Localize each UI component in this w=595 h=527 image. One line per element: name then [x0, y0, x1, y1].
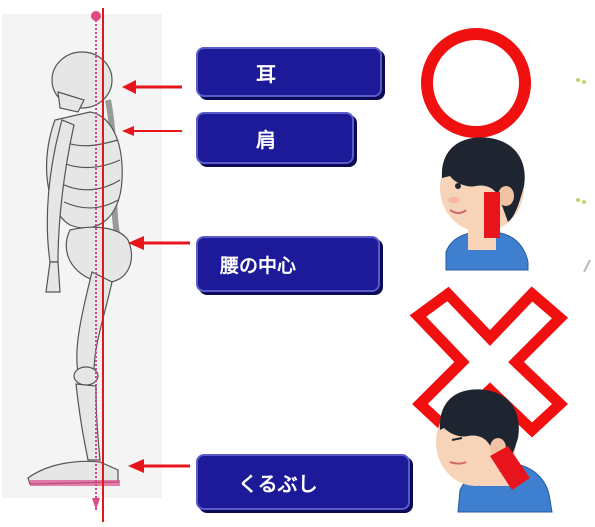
label-waist-center-text: 腰の中心: [220, 251, 296, 278]
label-shoulder-text: 肩: [256, 124, 276, 153]
label-shoulder: 肩: [196, 112, 354, 164]
arrow-shoulder: [122, 126, 182, 136]
person-good-posture-icon: [440, 137, 528, 270]
label-ear: 耳: [196, 47, 382, 97]
arrow-ear: [122, 80, 182, 94]
label-ear-text: 耳: [256, 58, 276, 87]
label-ankle: くるぶし: [196, 454, 410, 510]
label-ankle-text: くるぶし: [238, 468, 318, 497]
skeleton-side-view-icon: [28, 52, 132, 484]
correct-circle-icon: [427, 34, 525, 132]
label-waist-center: 腰の中心: [196, 236, 380, 292]
edge-decoration: [576, 78, 590, 272]
arrow-ankle: [128, 459, 190, 473]
arrow-waist-center: [128, 236, 190, 250]
